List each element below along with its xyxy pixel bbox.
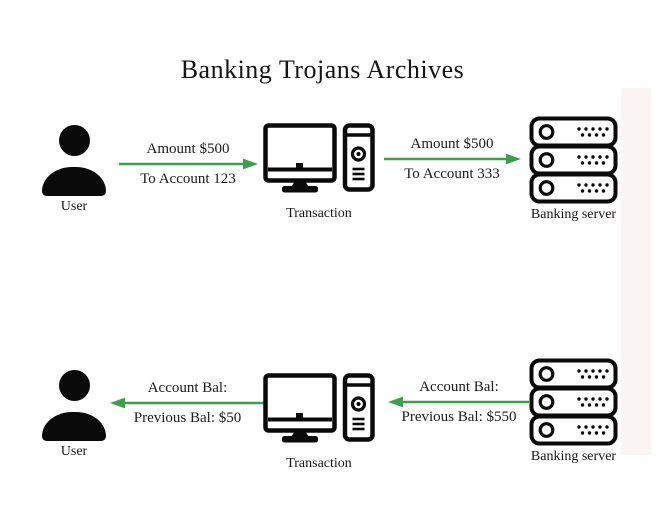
- arrow-label-bottom: Previous Bal: $550: [401, 409, 517, 425]
- diagram-title: Banking Trojans Archives: [180, 55, 465, 84]
- transaction-label: Transaction: [286, 206, 352, 221]
- server-label: Banking server: [530, 449, 617, 464]
- bottom-user-node: User: [42, 370, 106, 460]
- top-arrow-user-to-transaction: Amount $500 To Account 123: [118, 140, 258, 188]
- banking-server-icon: [529, 358, 618, 446]
- transaction-computer-icon: [263, 123, 375, 193]
- top-user-node: User: [42, 125, 106, 215]
- right-arrow-icon: [119, 158, 258, 170]
- user-icon: [42, 125, 106, 196]
- background-strip: [621, 88, 651, 455]
- top-arrow-transaction-to-server: Amount $500 To Account 333: [383, 135, 521, 183]
- server-label: Banking server: [530, 207, 617, 222]
- left-arrow-icon: [110, 397, 264, 409]
- user-label: User: [60, 199, 88, 214]
- left-arrow-icon: [388, 396, 529, 408]
- arrow-label-top: Account Bal:: [419, 379, 499, 395]
- bottom-transaction-node: Transaction: [263, 373, 375, 472]
- arrow-label-top: Amount $500: [146, 141, 230, 157]
- user-icon: [42, 370, 106, 441]
- bottom-arrow-transaction-to-user: Account Bal: Previous Bal: $50: [110, 379, 265, 427]
- transaction-computer-icon: [263, 373, 375, 443]
- arrow-label-bottom: To Account 123: [140, 171, 236, 187]
- arrow-label-top: Amount $500: [410, 136, 494, 152]
- user-body-shape: [42, 412, 106, 441]
- user-head-shape: [58, 125, 90, 156]
- user-body-shape: [42, 167, 106, 196]
- arrow-label-bottom: To Account 333: [404, 166, 500, 182]
- banking-server-icon: [529, 116, 618, 204]
- right-arrow-icon: [384, 153, 521, 165]
- transaction-label: Transaction: [286, 456, 352, 471]
- bottom-arrow-server-to-transaction: Account Bal: Previous Bal: $550: [388, 378, 530, 426]
- arrow-label-bottom: Previous Bal: $50: [133, 410, 242, 426]
- user-label: User: [60, 444, 88, 459]
- top-server-node: Banking server: [529, 116, 618, 223]
- arrow-label-top: Account Bal:: [147, 380, 228, 396]
- user-head-shape: [58, 370, 90, 401]
- bottom-server-node: Banking server: [529, 358, 618, 465]
- top-transaction-node: Transaction: [263, 123, 375, 222]
